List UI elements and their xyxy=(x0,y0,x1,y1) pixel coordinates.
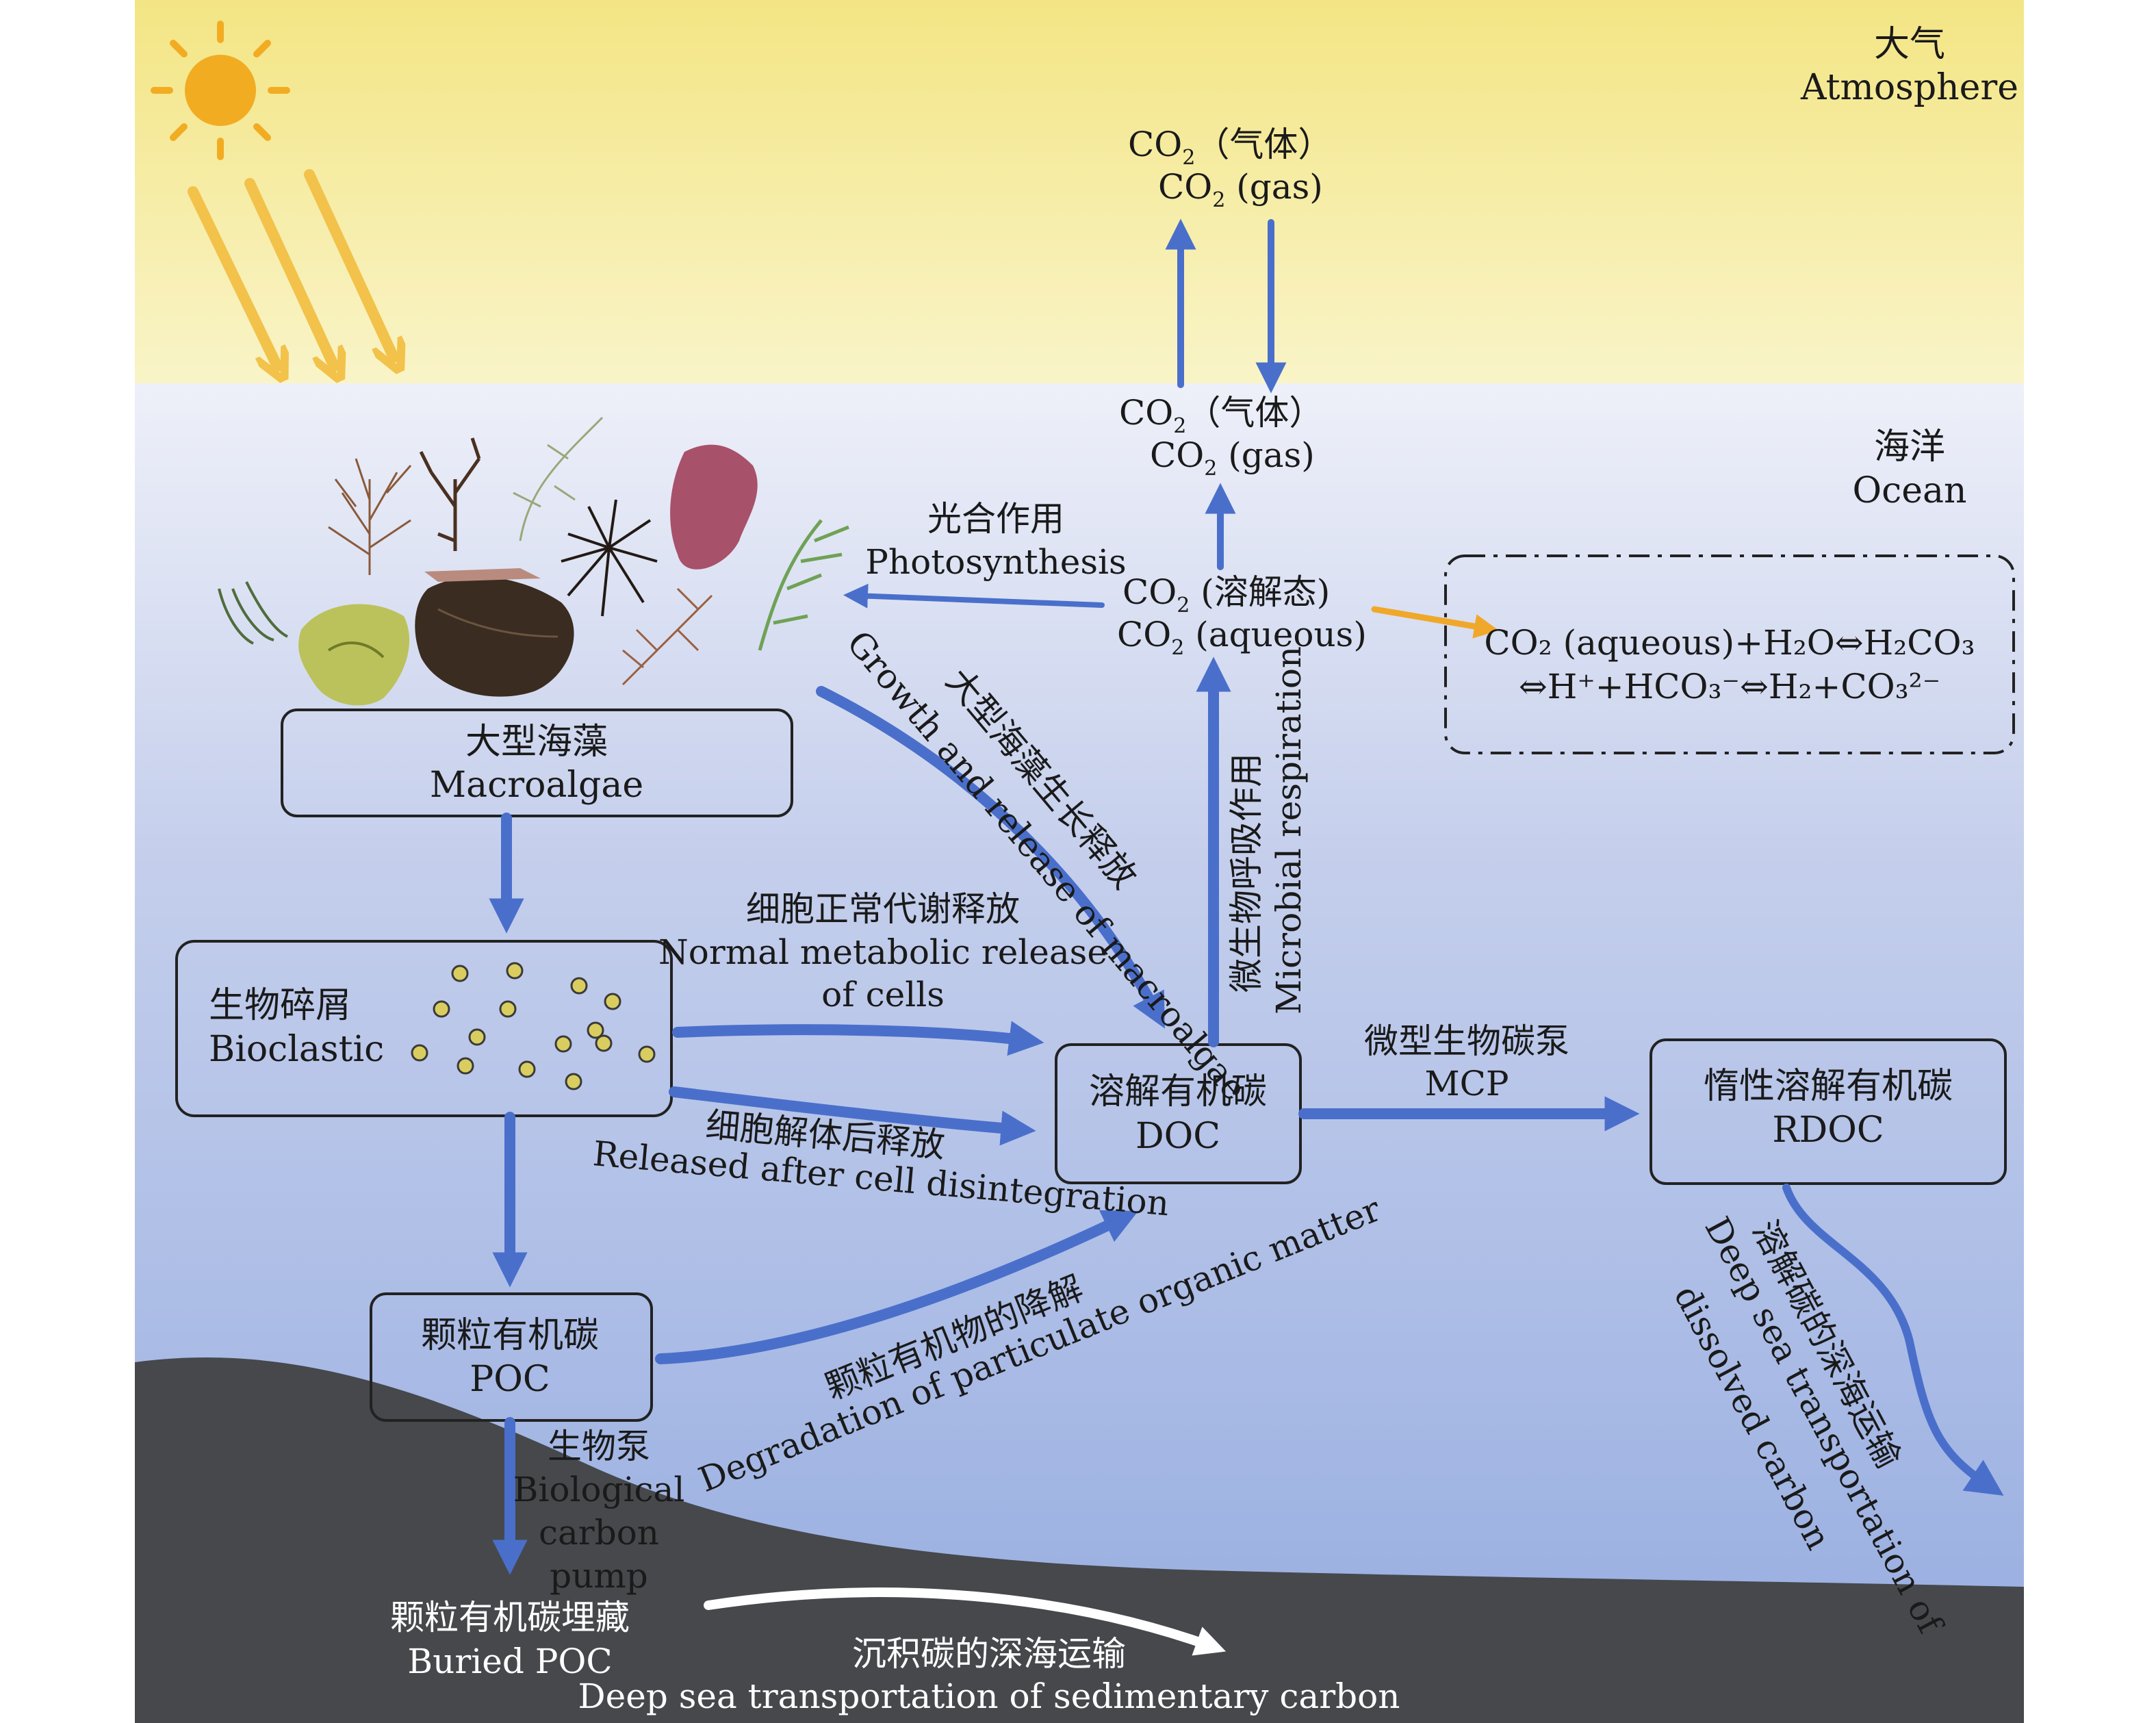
microbial-respiration-label-en: Microbial respiration xyxy=(1269,646,1309,1014)
seabed xyxy=(135,1357,2024,1723)
poc-label-en: POC xyxy=(470,1359,550,1400)
rdoc-box xyxy=(1650,1038,2007,1185)
mcp-label-zh: 微型生物碳泵 xyxy=(1364,1021,1569,1061)
rdoc-label-zh: 惰性溶解有机碳 xyxy=(1704,1066,1953,1107)
bio-pump-label-zh: 生物泵 xyxy=(548,1427,650,1466)
deep-sediment-label-zh: 沉积碳的深海运输 xyxy=(852,1634,1126,1674)
photosynthesis-label-zh: 光合作用 xyxy=(927,499,1064,539)
bioclastic-particles xyxy=(411,962,656,1090)
equilibrium-line-2: ⇔H⁺+HCO₃⁻⇔H₂+CO₃²⁻ xyxy=(1519,667,1940,706)
equilibrium-line-1: CO₂ (aqueous)+H₂O⇔H₂CO₃ xyxy=(1484,623,1975,663)
bioclastic-label-zh: 生物碎屑 xyxy=(209,985,351,1026)
macroalgae-illustration xyxy=(218,416,849,706)
normal-release-label-en-1: Normal metabolic release xyxy=(658,932,1107,972)
disintegration-arrow xyxy=(669,1086,1036,1146)
macroalgae-label-en: Macroalgae xyxy=(430,765,643,806)
normal-release-label-en-2: of cells xyxy=(821,975,945,1014)
co2-surface-label-en: CO2 (gas) xyxy=(1150,435,1315,481)
atmosphere-zone xyxy=(135,0,2024,383)
deep-dissolved-arrow xyxy=(1782,1184,2004,1496)
equilibrium-arrow xyxy=(1371,606,1499,639)
rdoc-label-en: RDOC xyxy=(1772,1110,1884,1151)
co2-air-label-en: CO2 (gas) xyxy=(1158,167,1323,212)
doc-label-en: DOC xyxy=(1135,1116,1220,1157)
co2-surface-label-zh: CO2（气体） xyxy=(1119,393,1323,438)
mcp-label-en: MCP xyxy=(1424,1064,1509,1103)
buried-poc-label-zh: 颗粒有机碳埋藏 xyxy=(390,1598,630,1637)
co2-dissolved-label-en: CO2 (aqueous) xyxy=(1117,615,1367,660)
doc-label-zh: 溶解有机碳 xyxy=(1089,1071,1267,1112)
degradation-arrow xyxy=(655,1210,1139,1364)
poc-label-zh: 颗粒有机碳 xyxy=(421,1315,599,1356)
sunlight-rays xyxy=(188,169,394,366)
sun-icon xyxy=(151,21,290,160)
deep-sediment-arrow xyxy=(704,1587,1227,1656)
deep-sediment-label-en: Deep sea transportation of sedimentary c… xyxy=(578,1676,1400,1716)
normal-release-label-zh: 细胞正常代谢释放 xyxy=(746,889,1020,929)
bio-pump-label-en-1: Biological xyxy=(513,1470,685,1509)
co2-air-label-zh: CO2（气体） xyxy=(1128,125,1332,170)
bioclastic-box xyxy=(175,940,673,1117)
macroalgae-label-zh: 大型海藻 xyxy=(465,722,608,763)
atmosphere-label-zh: 大气 xyxy=(1874,24,1945,65)
ocean-label-en: Ocean xyxy=(1852,470,1966,511)
growth-release-arrow xyxy=(816,686,1165,1029)
macroalgae-box xyxy=(281,709,793,817)
bioclastic-label-en: Bioclastic xyxy=(209,1029,384,1070)
bio-pump-label-en-2: carbon xyxy=(539,1513,659,1553)
ocean-label-zh: 海洋 xyxy=(1874,426,1945,468)
microbial-respiration-label-zh: 微生物呼吸作用 xyxy=(1227,753,1266,993)
normal-release-arrow xyxy=(672,1021,1044,1056)
photosynthesis-arrow xyxy=(843,583,1105,609)
atmosphere-label-en: Atmosphere xyxy=(1800,67,2018,108)
co2-dissolved-label-zh: CO2 (溶解态) xyxy=(1122,572,1330,617)
carbonate-equilibrium-box xyxy=(1444,554,2015,754)
photosynthesis-label-en: Photosynthesis xyxy=(865,542,1126,582)
buried-poc-label-en: Buried POC xyxy=(407,1642,612,1681)
bio-pump-label-en-3: pump xyxy=(550,1556,648,1596)
